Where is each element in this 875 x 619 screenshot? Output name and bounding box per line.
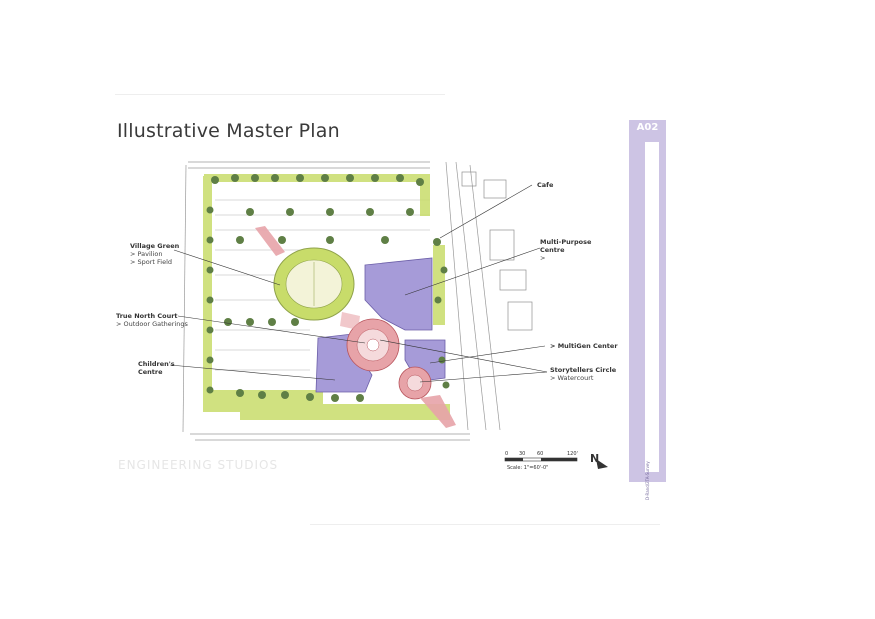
callout-multi-purpose-line2: Centre	[540, 246, 565, 254]
callout-village-green: Village Green > Pavilion > Sport Field	[130, 242, 179, 266]
sheet-code: A02	[636, 122, 659, 133]
plazas	[255, 226, 456, 428]
callout-childrens-centre-line2: Centre	[138, 368, 163, 376]
firm-watermark: ENGINEERING STUDIOS	[118, 458, 279, 472]
callout-true-north-court: True North Court > Outdoor Gatherings	[116, 312, 188, 328]
callout-childrens-centre: Children's Centre	[138, 360, 175, 376]
page-title: Illustrative Master Plan	[117, 120, 340, 142]
callout-storytellers-item-1: > Watercourt	[550, 374, 594, 382]
top-edge-line	[115, 94, 445, 95]
callout-multigen: > MultiGen Center	[550, 342, 618, 350]
callout-multi-purpose: Multi-Purpose Centre >	[540, 238, 591, 262]
title-block-inner	[645, 142, 659, 472]
scale-tick-0: 0	[505, 451, 509, 457]
scale-tick-120: 120'	[567, 451, 578, 457]
callout-storytellers: Storytellers Circle > Watercourt	[550, 366, 616, 382]
callout-multigen-title: > MultiGen Center	[550, 342, 618, 350]
callout-childrens-centre-title: Children's	[138, 360, 175, 368]
title-block-text: D-Rand/2TA-Survey	[645, 461, 650, 500]
callout-leaders	[169, 184, 548, 383]
callout-village-green-item-2: > Sport Field	[130, 258, 173, 266]
scale-tick-30: 30	[519, 451, 526, 457]
callout-true-north-court-title: True North Court	[116, 312, 178, 320]
trees	[206, 174, 450, 402]
title-block-panel: A02 D-Rand/2TA-Survey	[629, 120, 666, 500]
north-arrow-icon	[596, 459, 608, 469]
village-green-oval	[273, 247, 355, 321]
scale-tick-60: 60	[537, 451, 544, 457]
scale-bar	[504, 457, 578, 462]
bottom-edge-line	[310, 524, 660, 525]
callout-storytellers-title: Storytellers Circle	[550, 366, 617, 374]
callout-cafe: Cafe	[537, 181, 553, 189]
callout-true-north-court-item-1: > Outdoor Gatherings	[116, 320, 188, 328]
street-buildings	[461, 171, 533, 331]
callout-multi-purpose-line3: >	[540, 254, 546, 262]
scale-caption: Scale: 1"=60'-0"	[507, 465, 549, 471]
callout-village-green-title: Village Green	[130, 242, 180, 250]
parking-rows	[215, 199, 430, 371]
north-label: N	[590, 452, 600, 465]
buildings	[315, 257, 446, 393]
callout-village-green-item-1: > Pavilion	[130, 250, 163, 258]
green-strips	[203, 174, 450, 420]
street-lines	[182, 161, 501, 441]
callout-multi-purpose-title: Multi-Purpose	[540, 238, 592, 246]
callout-cafe-title: Cafe	[537, 181, 554, 189]
